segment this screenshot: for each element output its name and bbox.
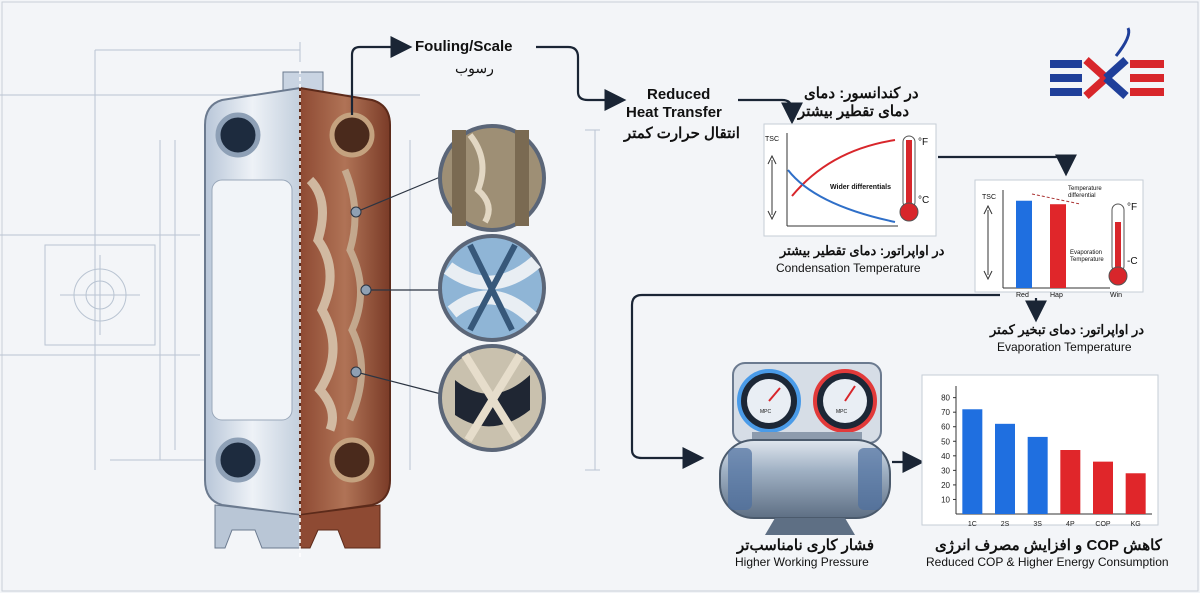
- condensation-label-fa: در اواپراتور: دمای تقطیر بیشتر: [780, 243, 945, 258]
- fouling-label-fa: رسوب: [455, 60, 494, 76]
- flow-arrows: [350, 36, 1077, 473]
- evap-annotation-bottom: Evaporation Temperature: [1070, 250, 1104, 263]
- evaporator-thermometer: [1108, 203, 1128, 286]
- cop-bar: [1125, 473, 1146, 514]
- evaporator-chart: [974, 179, 1144, 293]
- cop-x-labels: 1C 2S 3S 4P COP KG: [968, 521, 1141, 528]
- cop-y-tick-label: 30: [941, 466, 950, 475]
- cop-bar: [1060, 450, 1081, 514]
- cop-x-label: 3S: [1033, 521, 1042, 528]
- fouling-label-en: Fouling/Scale: [415, 38, 513, 55]
- cop-x-label: 4P: [1066, 521, 1075, 528]
- condenser-blue-curve: [787, 169, 896, 223]
- plate-window: [211, 179, 293, 421]
- cop-bars: [962, 409, 1146, 514]
- cop-y-ticks: 10 20 30 40 50 60 70 80: [941, 394, 956, 504]
- gauge-left-label: MPC: [760, 409, 772, 415]
- evaporation-label-fa: در اواپراتور: دمای تبخیر کمتر: [990, 322, 1145, 337]
- evap-bar: [1050, 204, 1066, 288]
- cop-bar: [1093, 461, 1113, 514]
- cop-y-tick-label: 10: [941, 495, 950, 504]
- cop-y-tick-label: 20: [941, 481, 950, 490]
- cop-x-label: 2S: [1001, 521, 1010, 528]
- evap-therm-top: °F: [1127, 202, 1138, 213]
- cop-x-label: KG: [1131, 521, 1141, 528]
- cop-bar: [1027, 436, 1048, 514]
- compressor: [719, 362, 891, 535]
- condenser-thermometer: [899, 135, 919, 222]
- company-logo: [1050, 27, 1164, 99]
- evap-y-label: TSC: [982, 194, 996, 201]
- condenser-red-curve: [791, 139, 896, 197]
- condenser-therm-bottom: °C: [918, 195, 930, 206]
- gauge-right-label: MPC: [836, 409, 848, 415]
- evap-therm-bottom: -C: [1127, 256, 1138, 267]
- evaporation-label-en: Evaporation Temperature: [997, 340, 1132, 354]
- zoom-callouts: [350, 124, 546, 452]
- evap-annotation-top: Temperature differential: [1068, 186, 1102, 199]
- cop-label-fa: کاهش COP و افزایش مصرف انرژی: [935, 537, 1162, 554]
- cop-y-tick-label: 40: [941, 452, 950, 461]
- cop-x-label: COP: [1095, 521, 1111, 528]
- reduced-label-fa: انتقال حرارت کمتر: [624, 125, 740, 142]
- pressure-label-en: Higher Working Pressure: [735, 555, 869, 569]
- cop-bar: [995, 423, 1015, 514]
- cop-y-tick-label: 70: [941, 408, 950, 417]
- condenser-label-fa-line1: در کندانسور: دمای: [804, 85, 919, 102]
- evap-bars: [1016, 200, 1066, 288]
- zoom-circle-channel: [438, 234, 546, 342]
- condenser-y-label: TSC: [765, 136, 779, 143]
- condenser-therm-top: °F: [918, 137, 929, 148]
- reduced-label-line1: Reduced: [647, 86, 711, 103]
- zoom-circle-blockage: [438, 344, 546, 452]
- condenser-chart: [763, 123, 937, 237]
- condensation-label-en: Condensation Temperature: [776, 261, 921, 275]
- condenser-annotation: Wider differentials: [830, 184, 892, 191]
- zoom-circle-scale-deposit: [438, 124, 546, 232]
- heat-exchanger: [204, 70, 391, 560]
- cop-y-tick-label: 50: [941, 437, 950, 446]
- evap-x-label-1: Red: [1016, 292, 1029, 299]
- evap-x-label-2: Hap: [1050, 292, 1063, 299]
- evap-x-label-3: Win: [1110, 292, 1123, 299]
- condenser-label-fa-line2: دمای تقطیر بیشتر: [798, 103, 910, 120]
- evap-bar: [1016, 200, 1032, 288]
- reduced-label-line2: Heat Transfer: [626, 104, 722, 121]
- cop-y-tick-label: 60: [941, 423, 950, 432]
- pressure-label-fa: فشار کاری نامناسب‌تر: [737, 537, 875, 554]
- cop-y-tick-label: 80: [941, 394, 950, 403]
- cop-x-label: 1C: [968, 521, 977, 528]
- cop-chart: 10 20 30 40 50 60 70 80 1C 2S 3S 4P COP KG: [921, 374, 1159, 528]
- cop-bar: [962, 409, 983, 514]
- cop-label-en: Reduced COP & Higher Energy Consumption: [926, 555, 1169, 569]
